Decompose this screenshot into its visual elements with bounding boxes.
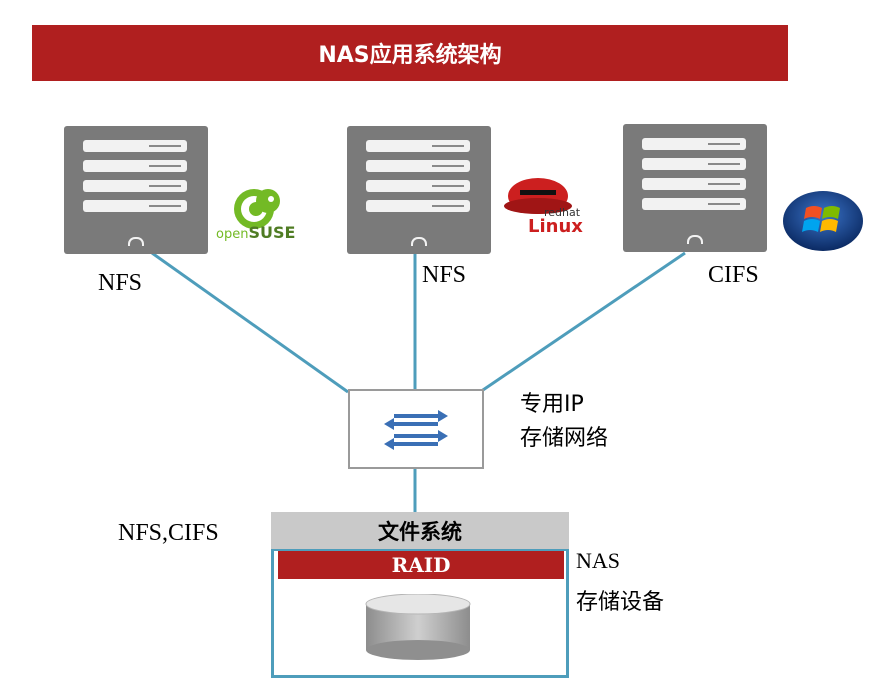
disk-cylinder-icon [365, 594, 471, 660]
storage-device-box [271, 548, 569, 678]
logo-text: SUSE [248, 223, 296, 242]
storage-device-label: NAS 存储设备 [576, 548, 664, 616]
page-title: NAS应用系统架构 [32, 25, 788, 81]
windows-logo [778, 186, 868, 256]
logo-text: open [216, 227, 249, 242]
bidirectional-arrows-icon [384, 410, 448, 450]
server-3-protocol: CIFS [708, 262, 759, 288]
server-2-protocol: NFS [422, 262, 467, 288]
link-server3-switch [479, 251, 686, 394]
logo-text: redhat [544, 206, 581, 219]
logo-text: Linux [528, 216, 583, 237]
power-icon [687, 235, 703, 244]
server-1 [64, 126, 208, 254]
redhat-linux-logo: redhat Linux [500, 170, 596, 240]
opensuse-logo: openSUSE [210, 163, 330, 255]
raid-bar: RAID [278, 551, 564, 579]
link-server1-switch [151, 251, 349, 394]
windows-icon [783, 191, 863, 251]
storage-device-label-line2: 存储设备 [576, 590, 665, 615]
network-label: 专用IP 存储网络 [520, 388, 608, 456]
filesystem-bar: 文件系统 [271, 512, 569, 549]
chameleon-icon [234, 189, 280, 229]
server-1-protocol: NFS [98, 270, 143, 296]
storage-protocols: NFS,CIFS [118, 520, 219, 546]
storage-device-label-line1: NAS [576, 548, 621, 573]
redhat-shadowman-icon [504, 178, 572, 214]
network-label-line2: 存储网络 [520, 426, 609, 451]
power-icon [411, 237, 427, 246]
server-3 [623, 124, 767, 252]
power-icon [128, 237, 144, 246]
network-label-line1: 专用IP [520, 392, 584, 417]
network-switch [348, 389, 484, 469]
server-2 [347, 126, 491, 254]
